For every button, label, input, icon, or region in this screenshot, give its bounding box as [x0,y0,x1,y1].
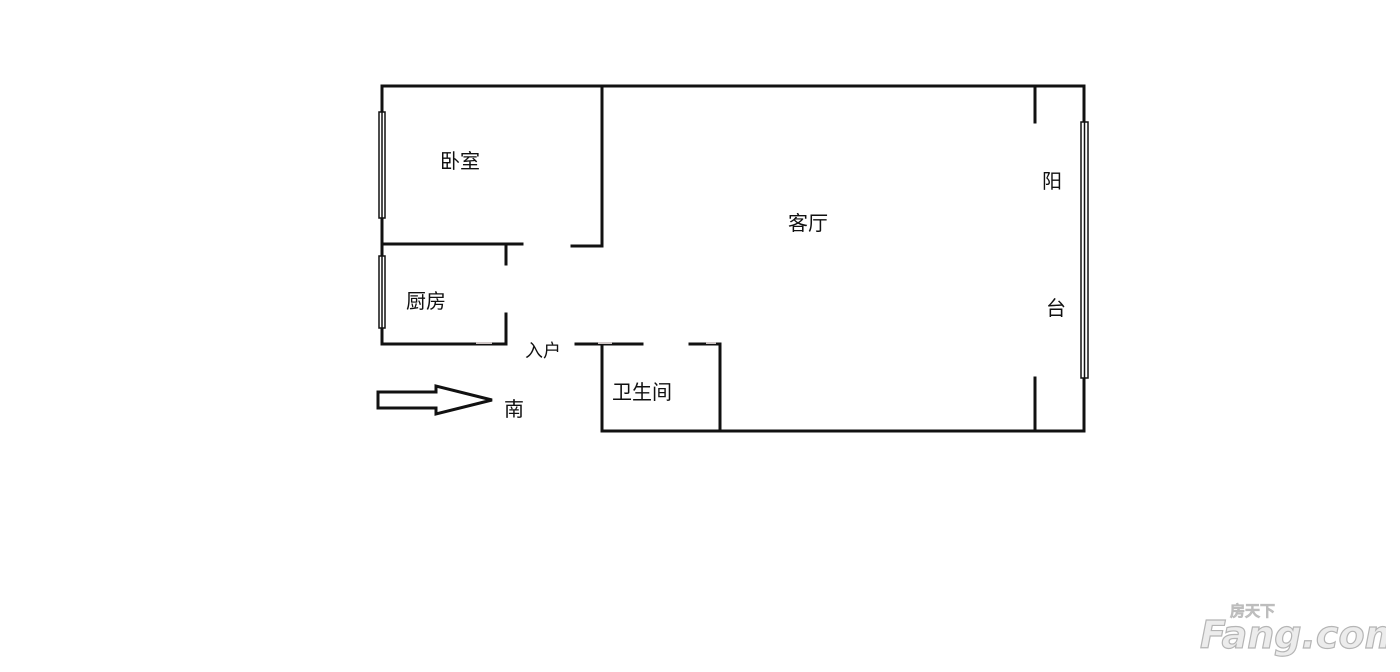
arrow-right-icon [376,384,493,416]
room-label-living-room: 客厅 [788,211,828,235]
room-label-bathroom: 卫生间 [612,380,672,404]
entrance-label: 入户 [525,341,561,362]
fang-watermark: 房天下 Fang.com [1196,598,1400,662]
room-label-balcony-2: 台 [1046,296,1066,320]
fang-logo: 房天下 Fang.com [1199,602,1400,658]
fang-logo-cn: 房天下 [1230,602,1275,620]
room-label-bedroom: 卧室 [440,149,480,173]
walls [380,84,1086,433]
room-label-kitchen: 厨房 [406,289,446,313]
fang-logo-en: Fang.com [1200,613,1386,657]
compass-direction-label: 南 [504,397,524,421]
windows [378,111,1089,379]
room-label-balcony-1: 阳 [1042,169,1062,193]
